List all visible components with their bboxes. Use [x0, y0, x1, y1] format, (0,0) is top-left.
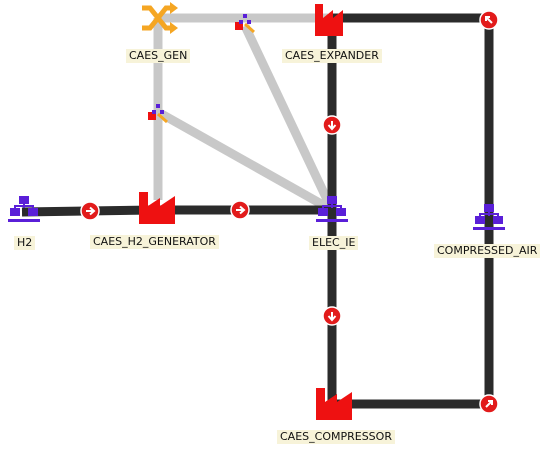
network-bus-icon[interactable] [316, 196, 348, 222]
factory-icon[interactable] [316, 388, 352, 420]
flow-arrow-icon[interactable] [322, 115, 342, 135]
node-label-compressed-air: COMPRESSED_AIR [434, 244, 541, 258]
node-label-caes-gen: CAES_GEN [126, 49, 191, 63]
flow-arrow-icon[interactable] [230, 200, 250, 220]
node-label-elec-ie: ELEC_IE [309, 236, 359, 250]
node-label-caes-compressor: CAES_COMPRESSOR [277, 430, 395, 444]
flow-arrow-icon[interactable] [322, 306, 342, 326]
mini-converter-icon[interactable] [235, 14, 255, 34]
flow-arrow-icon[interactable] [80, 201, 100, 221]
factory-icon[interactable] [315, 4, 343, 36]
shuffle-icon[interactable] [142, 2, 178, 34]
factory-icon[interactable] [139, 192, 175, 224]
link-lines [153, 13, 337, 214]
network-bus-icon[interactable] [8, 196, 40, 222]
link-mini-to-elec [155, 108, 335, 214]
link-top-mini-to-elec [240, 24, 337, 212]
node-label-caes-expander: CAES_EXPANDER [282, 49, 382, 63]
flow-arrow-icon[interactable] [479, 394, 499, 414]
node-label-h2: H2 [14, 236, 36, 250]
mini-converter-icon[interactable] [148, 104, 168, 124]
flow-arrow-icon[interactable] [479, 10, 499, 30]
node-label-caes-h2-generator: CAES_H2_GENERATOR [90, 235, 219, 249]
network-bus-icon[interactable] [473, 204, 505, 230]
